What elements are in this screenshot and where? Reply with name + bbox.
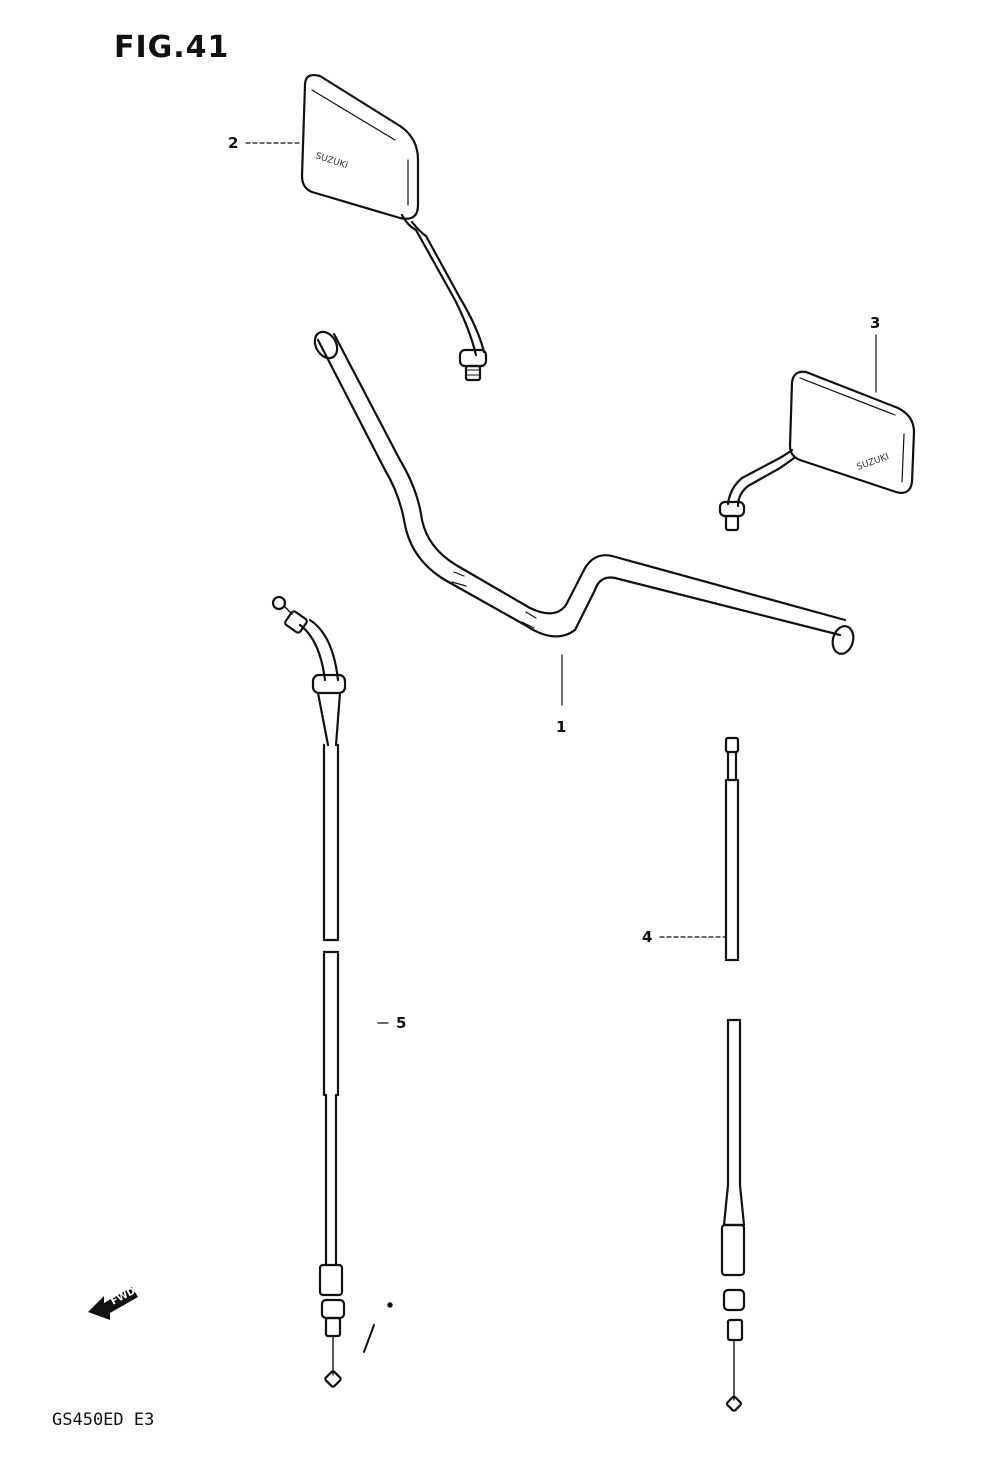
- detail-mark: [363, 1324, 375, 1353]
- left-mirror-brand-text: SUZUKI: [314, 151, 349, 171]
- callout-5: 5: [396, 1014, 407, 1032]
- forward-arrow-icon: FWD: [88, 1286, 138, 1320]
- callout-4: 4: [642, 928, 653, 946]
- right-mirror: [718, 370, 916, 532]
- right-mirror-brand-text: SUZUKI: [856, 452, 891, 473]
- throttle-cable: [271, 595, 347, 1388]
- clutch-cable: [720, 736, 746, 1412]
- handlebar: [313, 330, 855, 706]
- callout-3: 3: [870, 314, 881, 332]
- page-title: FIG.41: [114, 30, 230, 65]
- left-mirror: [300, 73, 488, 382]
- detail-dot: [387, 1302, 393, 1308]
- callout-1: 1: [556, 718, 567, 736]
- model-code: GS450ED E3: [52, 1410, 155, 1430]
- callout-2: 2: [228, 134, 239, 152]
